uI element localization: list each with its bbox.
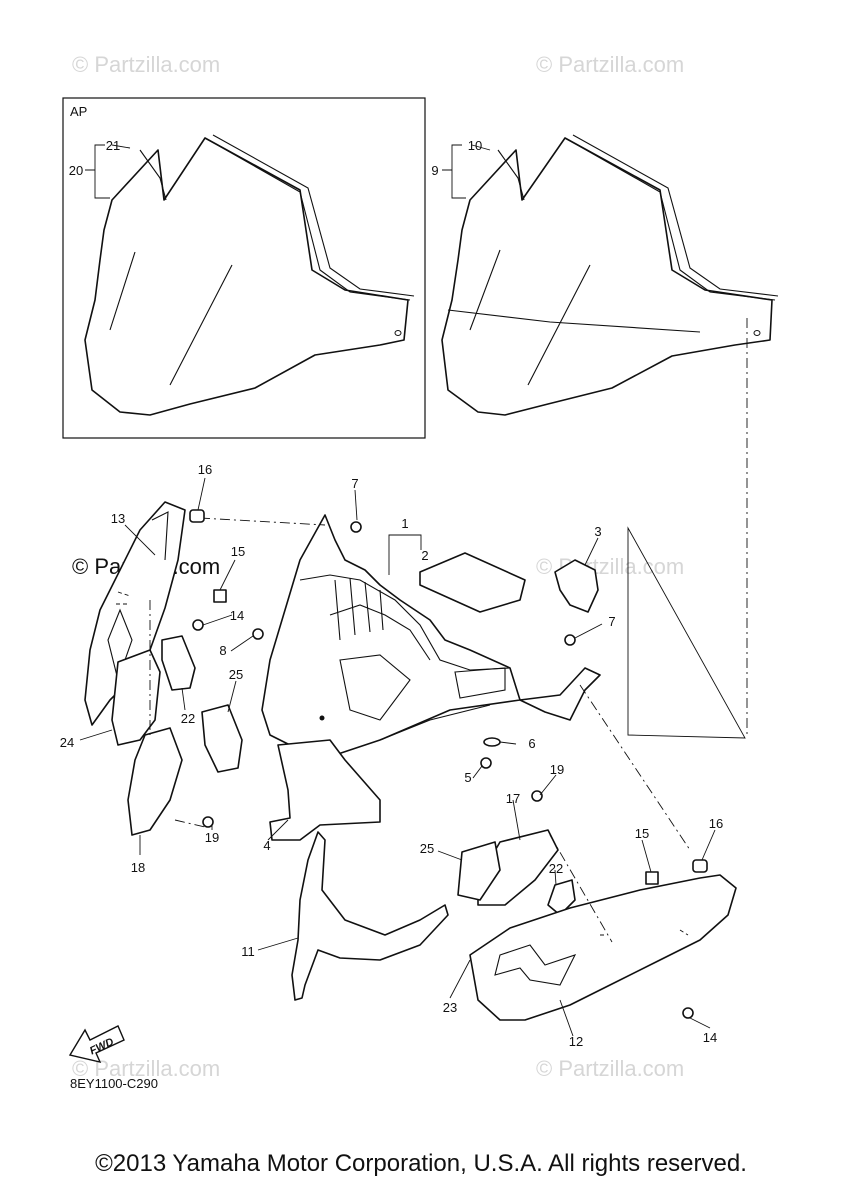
fastener-15a <box>213 589 227 603</box>
windscreen-ap <box>84 134 415 416</box>
callout-22a: 22 <box>181 711 195 726</box>
callout-19a: 19 <box>205 830 219 845</box>
callout-20: 20 <box>69 163 83 178</box>
callout-13: 13 <box>111 511 125 526</box>
callout-16a: 16 <box>198 462 212 477</box>
watermark-top-left: © Partzilla.com <box>72 52 220 77</box>
watermark-bottom-right: © Partzilla.com <box>536 1056 684 1081</box>
callout-21: 21 <box>106 138 120 153</box>
part-22-pad-right <box>547 879 576 916</box>
fastener-6 <box>483 737 501 747</box>
callout-4: 4 <box>263 838 270 853</box>
callout-10: 10 <box>468 138 482 153</box>
callout-25b: 25 <box>420 841 434 856</box>
part-13-side-cowl-left <box>84 501 186 726</box>
fastener-7a <box>350 521 362 533</box>
part-25-pad-right <box>457 841 501 901</box>
callout-22b: 22 <box>549 861 563 876</box>
fastener-14a <box>192 619 204 631</box>
callout-12: 12 <box>569 1034 583 1049</box>
callout-11: 11 <box>241 944 255 959</box>
inset-ap-box: AP <box>62 97 426 439</box>
windscreen-standard <box>441 134 779 416</box>
fastener-16b <box>692 859 708 873</box>
callout-3: 3 <box>594 524 601 539</box>
callout-8: 8 <box>219 643 226 658</box>
fastener-5 <box>480 757 492 769</box>
part-18-duct-left <box>127 727 183 836</box>
callout-15a: 15 <box>231 544 245 559</box>
part-2-sheet <box>419 552 526 613</box>
fastener-7b <box>564 634 576 646</box>
part-22-pad-left <box>161 635 196 691</box>
callout-15b: 15 <box>635 826 649 841</box>
callout-5: 5 <box>464 770 471 785</box>
callout-7b: 7 <box>608 614 615 629</box>
inset-label: AP <box>70 104 87 119</box>
callout-14a: 14 <box>230 608 244 623</box>
callout-1: 1 <box>401 516 408 531</box>
callout-7a: 7 <box>351 476 358 491</box>
callout-2: 2 <box>421 548 428 563</box>
fastener-19b <box>531 790 543 802</box>
part-3-bracket <box>554 559 599 613</box>
fastener-19a <box>202 816 214 828</box>
callout-25a: 25 <box>229 667 243 682</box>
copyright-notice: ©2013 Yamaha Motor Corporation, U.S.A. A… <box>95 1150 747 1177</box>
callout-18: 18 <box>131 860 145 875</box>
callout-6: 6 <box>528 736 535 751</box>
part-11-lower-cowl <box>291 831 449 1001</box>
callout-23: 23 <box>443 1000 457 1015</box>
fastener-16a <box>189 509 205 523</box>
callout-19b: 19 <box>550 762 564 777</box>
callout-9: 9 <box>431 163 438 178</box>
callout-17: 17 <box>506 791 520 806</box>
part-24-inner-panel-left <box>111 649 161 746</box>
callout-14b: 14 <box>703 1030 717 1045</box>
fastener-14b <box>682 1007 694 1019</box>
callout-16b: 16 <box>709 816 723 831</box>
part-25-pad-left <box>201 704 243 773</box>
watermark-top-right: © Partzilla.com <box>536 52 684 77</box>
diagram-code: 8EY1100-C290 <box>70 1076 158 1091</box>
fastener-8 <box>252 628 264 640</box>
part-12-side-cowl-right <box>469 874 737 1021</box>
part-1-upper-cowling <box>261 514 601 761</box>
callout-24: 24 <box>60 735 74 750</box>
fastener-15b <box>645 871 659 885</box>
part-4-panel <box>269 739 381 841</box>
